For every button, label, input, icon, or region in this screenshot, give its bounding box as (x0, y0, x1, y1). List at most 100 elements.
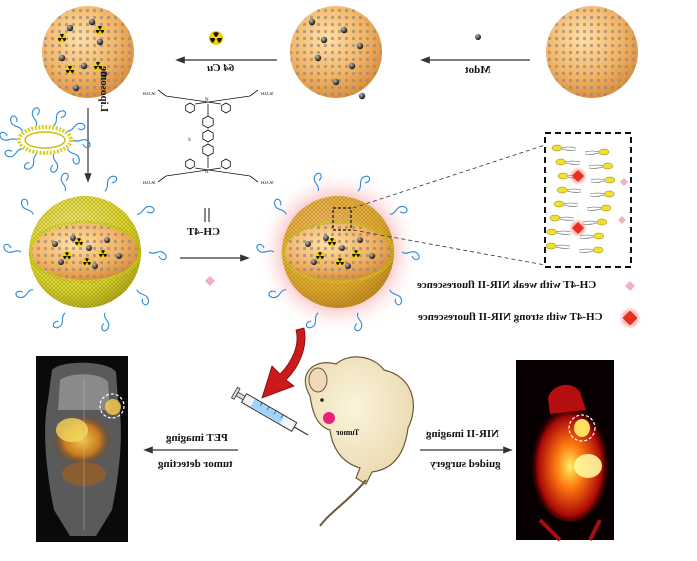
syringe-icon (230, 386, 309, 436)
peg-chain (401, 251, 420, 261)
radioactive-icon (335, 257, 345, 267)
label-guided-surgery: guided surgery (430, 458, 501, 470)
legend-strong-marker (619, 307, 641, 329)
pet-ct-image (36, 356, 128, 542)
peg-chain (67, 122, 86, 132)
lipid-head (602, 162, 614, 170)
lipid-head (555, 158, 567, 166)
mdot-nanodot (305, 241, 311, 247)
struct-so3h-tr: SO3H (261, 92, 274, 97)
peg-chain (104, 175, 118, 192)
mdot-nanodot (96, 38, 104, 46)
mdot-nanodot (104, 237, 110, 243)
struct-so3h-tl: SO3H (143, 92, 156, 97)
lipid-head (598, 148, 610, 156)
struct-so3h-bl: SO3H (143, 181, 156, 186)
radioactive-icon (93, 61, 103, 71)
mdot-nanodot (358, 92, 366, 100)
strong-fluorescence-dye (569, 219, 587, 237)
label-tumor-detecting: tumor detecting (158, 458, 233, 470)
bilayer-zoom-box (544, 132, 632, 268)
mdot-nanodot (345, 263, 351, 269)
peg-chain (52, 312, 66, 329)
ch4t-loaded-particle (256, 170, 420, 334)
weak-diamond-zoom (620, 178, 628, 186)
cu64-loaded-particle (42, 6, 134, 98)
peg-chain (268, 289, 287, 299)
struct-so3h-br: SO3H (261, 181, 274, 186)
peg-chain (31, 107, 40, 126)
label-ch4t: CH-4T (187, 226, 220, 238)
radioactive-icon (327, 237, 337, 247)
mdot-symbol (475, 34, 481, 40)
peg-chain (389, 289, 403, 306)
struct-n-top: N (205, 98, 209, 103)
strong-fluorescence-dye (569, 167, 587, 185)
tumor-spot (323, 412, 335, 424)
mdot-nanodot (332, 78, 340, 86)
liposome-coated-particle (3, 172, 167, 332)
peg-chain (0, 131, 18, 141)
mdot-nanodot (66, 24, 74, 32)
legend-strong-text: CH-4T with strong NIR-II fluorescence (418, 311, 603, 323)
peg-chain (10, 115, 23, 132)
peg-chain (313, 172, 322, 192)
lipid-head (557, 172, 569, 180)
mdot-nanodot (357, 237, 363, 243)
mdot-nanodot (348, 62, 356, 70)
mdot-nanodot (311, 259, 317, 265)
peg-chain (256, 243, 275, 253)
mdot-nanodot (70, 235, 76, 241)
peg-chain (305, 312, 319, 329)
bare-mesoporous-particle (546, 6, 638, 98)
weak-diamond-zoom-2 (618, 216, 626, 224)
lipid-head (603, 190, 615, 198)
label-pet-imaging: PET imaging (166, 432, 228, 444)
radioactive-icon (82, 257, 92, 267)
mdot-nanodot (314, 54, 322, 62)
mdot-nanodot (308, 18, 316, 26)
mdot-nanodot (58, 259, 64, 265)
peg-chain (67, 148, 80, 165)
radioactive-icon (65, 65, 75, 75)
peg-chain (3, 243, 22, 253)
label-nir-imaging: NIR-II imaging (426, 428, 500, 440)
peg-chain (50, 154, 59, 173)
mdot-nanodot (116, 253, 122, 259)
zoom-line-top (352, 144, 546, 209)
lipid-head (604, 176, 616, 184)
mdot-nanodot (339, 245, 345, 251)
peg-chain (4, 148, 23, 158)
lipid-head (549, 214, 561, 222)
mdot-nanodot (92, 263, 98, 269)
peg-chain (101, 312, 110, 332)
mdot-nanodot (356, 42, 364, 50)
radioactive-icon (95, 25, 105, 35)
lipid-head (553, 200, 565, 208)
label-liposome: Liposome (98, 66, 110, 112)
ch4t-structure (157, 89, 259, 183)
peg-chain (389, 205, 408, 215)
label-cu64: 64 Cu (207, 62, 235, 74)
mdot-nanodot (72, 84, 80, 92)
peg-chain (23, 153, 37, 170)
struct-s: S (188, 138, 191, 143)
radioactive-icon (74, 237, 84, 247)
lipid-head (593, 232, 605, 240)
mdot-nanodot (58, 54, 66, 62)
mdot-nanodot (323, 235, 329, 241)
peg-chain (136, 205, 155, 215)
peg-chain (53, 110, 67, 127)
mdot-nanodot (320, 36, 328, 44)
liposome-icon (0, 107, 91, 173)
radioactive-icon (351, 249, 361, 259)
lipid-head (546, 228, 558, 236)
radioactive-icon (57, 33, 67, 43)
lipid-head (596, 218, 608, 226)
mdot-nanodot (52, 241, 58, 247)
label-tumor: Tumor (336, 428, 360, 437)
peg-chain (15, 289, 34, 299)
struct-n-bottom: N (205, 170, 209, 175)
